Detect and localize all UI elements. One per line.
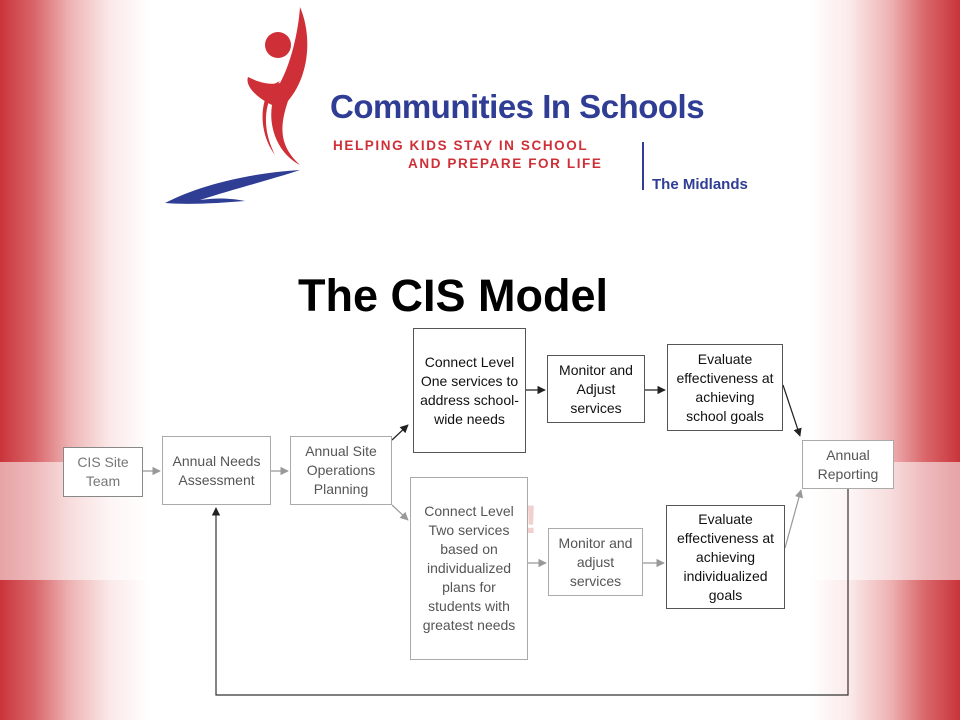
box-label: Connect Level Two services based on indi… — [422, 503, 516, 633]
box-label: Annual Site Operations Planning — [305, 443, 377, 497]
box-label: CIS Site Team — [77, 454, 129, 489]
region-label: The Midlands — [652, 176, 748, 193]
box-cis-site-team: CIS Site Team — [63, 447, 143, 497]
feedback-loop-arrow — [211, 489, 849, 696]
box-label: Annual Needs Assessment — [172, 452, 261, 488]
box-connect-level-two: Connect Level Two services based on indi… — [410, 477, 528, 660]
box-evaluate-individualized-goals: Evaluate effectiveness at achieving indi… — [666, 505, 785, 609]
box-label: Annual Reporting — [817, 446, 879, 482]
box-annual-reporting: Annual Reporting — [802, 440, 894, 489]
box-label: Evaluate effectiveness at achieving indi… — [676, 510, 775, 603]
brand-name: Communities In Schools — [330, 88, 705, 125]
diagram-title: The CIS Model — [298, 270, 609, 321]
logo-divider — [642, 142, 644, 190]
arrow-planning-to-level-two — [391, 504, 409, 521]
box-label: Evaluate effectiveness at achieving scho… — [676, 350, 774, 424]
box-label: Monitor and adjust services — [558, 534, 633, 589]
box-annual-needs-assessment: Annual Needs Assessment — [162, 436, 271, 505]
arrow-evaluate-two-to-reporting — [784, 489, 804, 549]
box-annual-site-operations-planning: Annual Site Operations Planning — [290, 436, 392, 505]
box-label: Monitor and Adjust services — [559, 361, 633, 416]
box-evaluate-school-goals: Evaluate effectiveness at achieving scho… — [667, 344, 783, 431]
box-connect-level-one: Connect Level One services to address sc… — [413, 328, 526, 453]
box-monitor-adjust-two: Monitor and adjust services — [548, 528, 643, 596]
box-label: Connect Level One services to address sc… — [420, 353, 519, 427]
tagline-line-1: HELPING KIDS STAY IN SCHOOL — [333, 138, 589, 153]
arrow-planning-to-level-one — [391, 424, 409, 441]
logo-figure-icon — [165, 7, 308, 204]
box-monitor-adjust-one: Monitor and Adjust services — [547, 355, 645, 423]
arrow-evaluate-one-to-reporting — [782, 384, 802, 437]
tagline-line-2: AND PREPARE FOR LIFE — [408, 156, 603, 171]
